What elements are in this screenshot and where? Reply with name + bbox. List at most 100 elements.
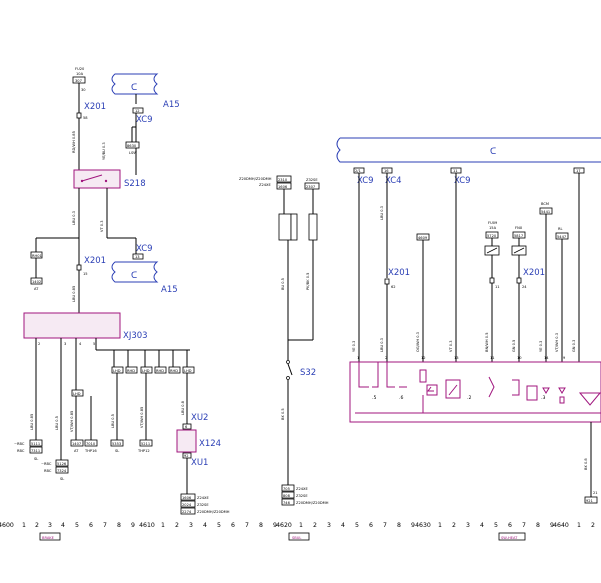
xj303-pin-4: 4 [79,342,82,346]
scale-mark-12: 2 [175,522,179,529]
wire-label-bu05: BU 0.5 [281,278,285,290]
wire-label-bk05: BK 0.5 [281,408,285,420]
ref-sl-1: SL [34,457,38,461]
ref-5126: 5126 [57,462,67,466]
pin-17: 17 [576,169,581,173]
ref-5447: 5447 [557,235,566,239]
rhd-1: RHD [127,369,135,373]
scale-mark-30: 4630 [415,522,431,529]
section-sbul: SBUL [292,536,301,540]
ref-746: 746 [283,501,291,505]
ref-5441: 5441 [541,210,550,214]
wire-label-lbu05b: LBU 0.5 [111,414,115,428]
wire-label-lbu085: LBU 0.85 [72,286,76,302]
x201-mid-label: X201 [84,256,106,266]
ref-1606: 1606 [182,496,192,500]
relay-box-b [290,213,298,241]
scale-mark-20: 4620 [276,522,292,529]
scale-mark-3: 3 [48,522,52,529]
svg-text:24: 24 [522,285,527,289]
s32-switch-arm [287,363,293,376]
scale-mark-17: 7 [245,522,249,529]
ref-thp12: THP12 [137,449,150,453]
a15-bottom-label: A15 [161,285,178,295]
scale-mark-14: 4 [203,522,207,529]
svg-text:.6: .6 [399,395,403,401]
relay-box-a [278,213,292,241]
lhd-2: LHD [142,369,150,373]
svg-text:11: 11 [490,356,495,360]
s218-label: S218 [124,179,146,189]
x201-right2-label: X201 [523,268,545,278]
ref-at-2: AT [74,449,79,453]
svg-text:10: 10 [517,356,522,360]
scale-mark-8: 8 [117,522,121,529]
s32-label: S32 [300,368,316,378]
ref-2307: 2307 [306,185,315,189]
ref-2274: 2274 [182,510,192,514]
scale-mark-0: 4600 [0,522,14,529]
wire-label-yebu: YE/BU 0.3 [102,142,106,160]
right-module-top [336,137,601,163]
x201-mid-contact [76,264,82,271]
svg-text:OG/WH 0.3: OG/WH 0.3 [416,332,420,352]
ref-rbc-3: ~RBC [41,462,52,466]
ref-rbc-1: ~RBC [14,442,25,446]
ref-at: AT [34,287,39,291]
svg-text:13: 13 [454,356,459,360]
xj303-pin-2: 2 [38,342,40,346]
scale-mark-28: 8 [397,522,401,529]
wire-label-pkbk05: PK/BK 0.5 [306,273,310,290]
xc9-b-box [132,253,144,260]
scale-mark-37: 7 [522,522,526,529]
ref-8630: 8630 [127,144,137,148]
ref-7010: 7010 [86,442,96,446]
ref-rbc-4: RBC [44,469,52,473]
svg-text:.2: .2 [467,395,471,401]
svg-text:GN 0.5: GN 0.5 [512,340,516,352]
scale-mark-24: 4 [341,522,345,529]
svg-text:YE 0.3: YE 0.3 [352,341,356,352]
bcm-label: BCM [541,202,549,206]
fuse-label: FU20 [75,67,85,71]
rhd-3: RHD [170,369,178,373]
lhd-3: LHD [184,369,192,373]
ref-1402-box [30,277,43,285]
rl-label: RL [558,227,563,231]
xj303-block [23,312,121,339]
ref-rh01: RH01 [32,254,42,258]
pin-16: 16 [384,169,389,173]
scale-mark-35: 5 [494,522,498,529]
svg-text:1: 1 [357,356,359,360]
xc9-a-label: XC9 [136,115,153,125]
ref-top-mid-2: Z24XE [259,183,271,187]
xc9-a-pin: 12 [135,109,140,113]
svg-text:VT/WH 0.3: VT/WH 0.3 [555,333,559,352]
xu2-label: XU2 [191,413,208,423]
svg-text:11: 11 [495,285,500,289]
scale-mark-1: 1 [22,522,26,529]
wire-label-lbu085b: LBU 0.85 [30,414,34,430]
wire-label-rdwh: RD/WH 0.85 [72,131,76,153]
scale-mark-2: 2 [35,522,39,529]
xc9-b-label: XC9 [136,244,153,254]
xc9-a-box [132,107,144,114]
xj303-pin-3: 3 [64,342,66,346]
scale-mark-27: 7 [383,522,387,529]
xc9-b-pin: 13 [135,255,140,259]
ref-5111: 5111 [31,442,40,446]
scale-mark-6: 6 [89,522,93,529]
a15-bottom-shape [111,261,159,283]
wire-label-vtwh: VT/WH 0.85 [70,411,74,432]
ref-5720: 5720 [487,234,497,238]
wire-label-bk08: BK 0.8 [584,458,588,470]
ref-z32se-b: Z32SE [306,178,318,182]
right-module-symbol: ᑕ [490,147,496,157]
scale-mark-21: 1 [299,522,303,529]
svg-text:2: 2 [385,356,387,360]
scale-mark-40: 4640 [553,522,569,529]
scale-mark-4: 4 [61,522,65,529]
scale-mark-9: 9 [131,522,135,529]
ref-sl-2: SL [60,477,64,481]
